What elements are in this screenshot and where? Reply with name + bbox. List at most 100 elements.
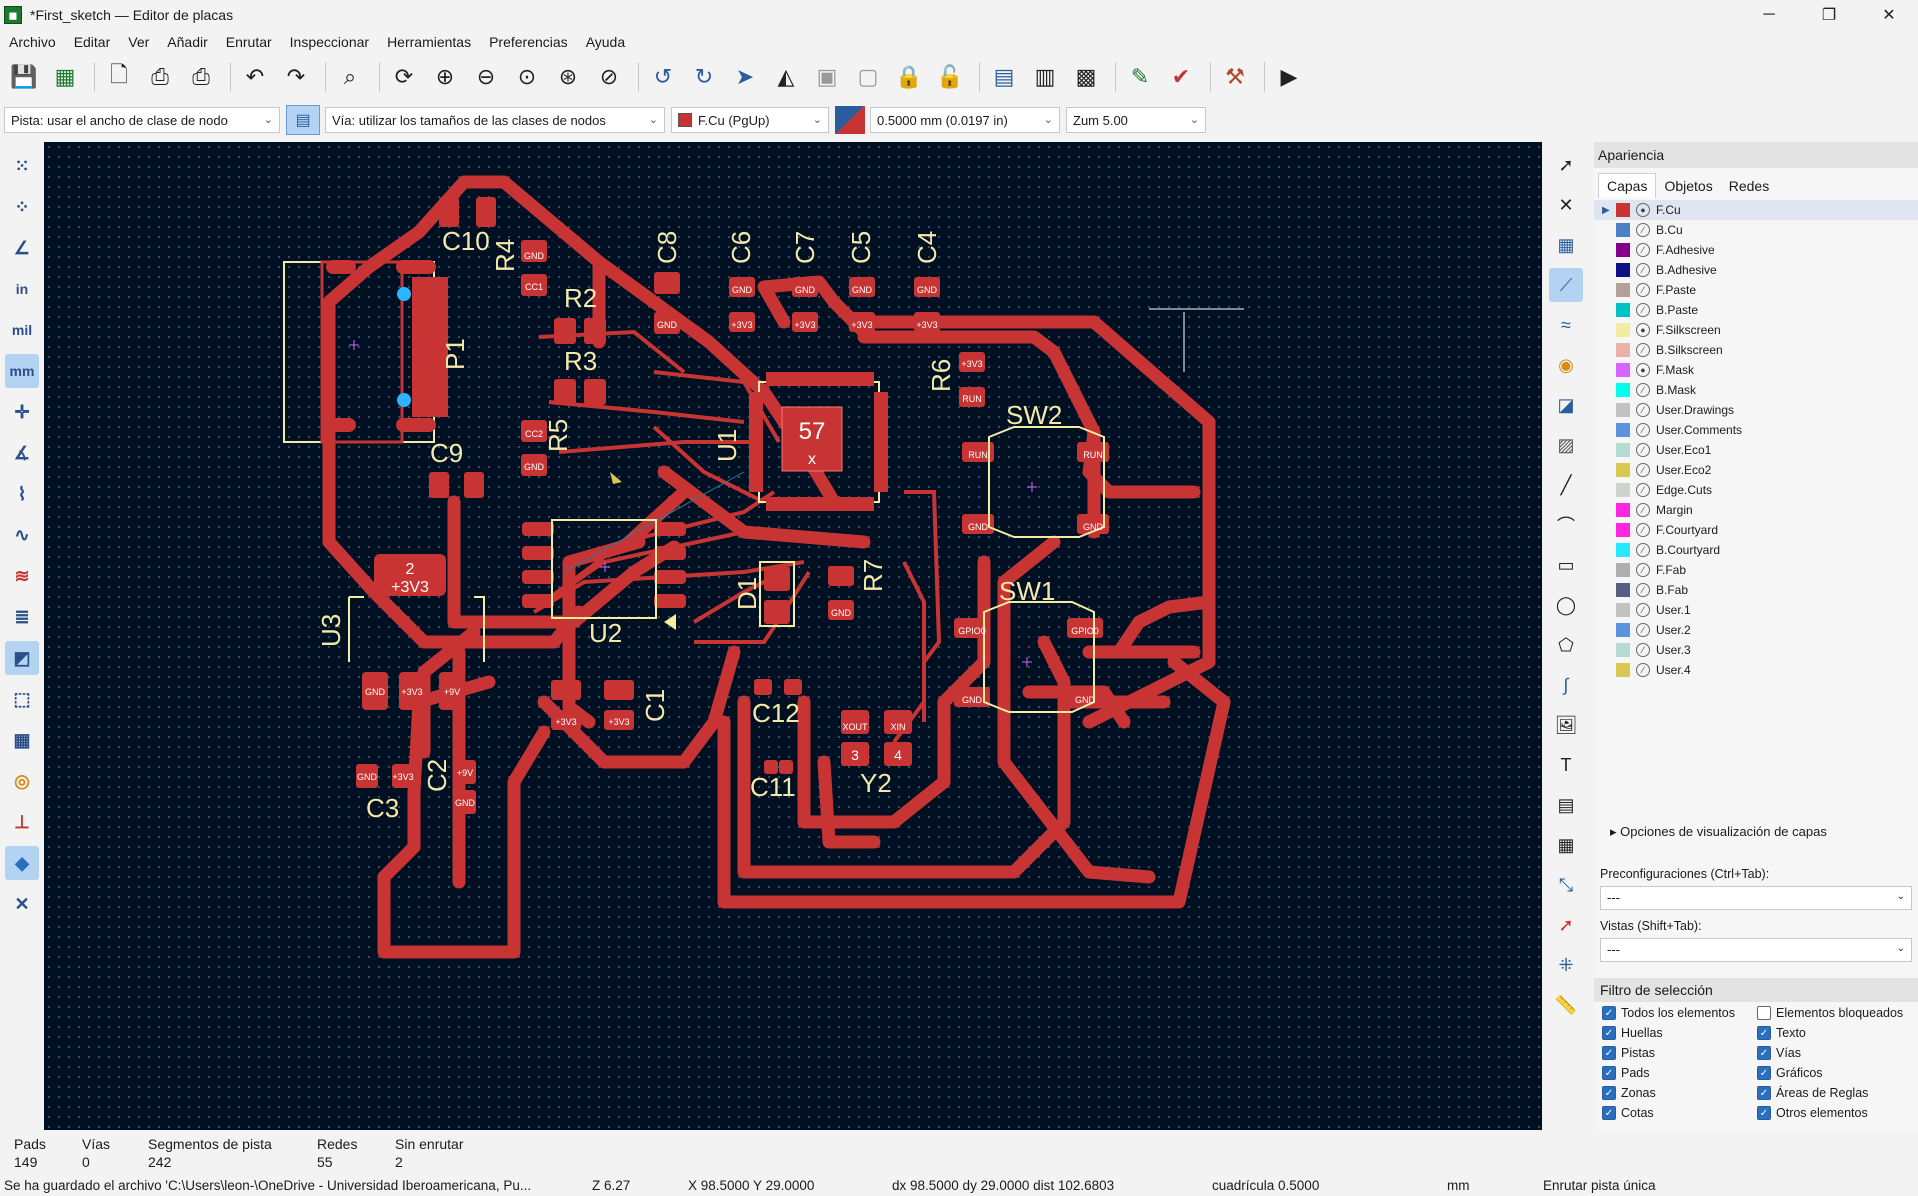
zoom-select[interactable]: Zum 5.00 ⌄ xyxy=(1066,107,1206,133)
rotate-ccw-icon[interactable]: ↺ xyxy=(653,64,673,89)
layer-row[interactable]: ⁄B.Mask xyxy=(1594,380,1918,400)
zone-outline-icon[interactable]: ⬚ xyxy=(13,688,31,709)
add-footprint-icon[interactable]: ▦ xyxy=(1557,234,1575,255)
layer-row[interactable]: ⁄B.Adhesive xyxy=(1594,260,1918,280)
eye-hidden-icon[interactable]: ⁄ xyxy=(1636,283,1650,297)
units-mil-button[interactable]: mil xyxy=(11,322,33,338)
eye-hidden-icon[interactable]: ⁄ xyxy=(1636,223,1650,237)
eye-hidden-icon[interactable]: ⁄ xyxy=(1636,423,1650,437)
via-size-select[interactable]: Vía: utilizar los tamaños de las clases … xyxy=(325,107,665,133)
route-track-icon[interactable]: ⟋ xyxy=(1549,268,1583,302)
grid-select[interactable]: 0.5000 mm (0.0197 in) ⌄ xyxy=(870,107,1060,133)
draw-polygon-icon[interactable]: ⬠ xyxy=(1558,634,1574,655)
layer-color-swatch[interactable] xyxy=(1616,203,1630,217)
eye-icon[interactable]: ● xyxy=(1636,363,1650,377)
add-zone-icon[interactable]: ◪ xyxy=(1557,394,1575,415)
eye-hidden-icon[interactable]: ⁄ xyxy=(1636,263,1650,277)
layer-color-swatch[interactable] xyxy=(1616,343,1630,357)
layer-color-swatch[interactable] xyxy=(1616,303,1630,317)
add-dimension-icon[interactable]: ⤡ xyxy=(1558,874,1574,895)
eye-hidden-icon[interactable]: ⁄ xyxy=(1636,343,1650,357)
highlight-net-icon[interactable]: ✕ xyxy=(1558,194,1574,215)
layer-row[interactable]: ●F.Silkscreen xyxy=(1594,320,1918,340)
schematic-icon[interactable]: ⚒ xyxy=(1225,64,1245,89)
layer-color-swatch[interactable] xyxy=(1616,363,1630,377)
layer-row[interactable]: ⁄User.Drawings xyxy=(1594,400,1918,420)
redo-icon[interactable]: ↷ xyxy=(286,64,306,89)
layer-row[interactable]: ⁄F.Adhesive xyxy=(1594,240,1918,260)
filter-checkbox[interactable]: ✓Texto xyxy=(1757,1026,1806,1040)
checkbox-unchecked-icon[interactable] xyxy=(1757,1006,1771,1020)
grid-toggle-icon[interactable]: ⁙ xyxy=(14,155,30,176)
cursor-crosshair-icon[interactable]: ✛ xyxy=(14,401,30,422)
board-setup-icon[interactable]: ▦ xyxy=(54,64,76,89)
filter-checkbox[interactable]: ✓Cotas xyxy=(1602,1106,1654,1120)
menu-archivo[interactable]: Archivo xyxy=(9,34,56,50)
units-inch-button[interactable]: in xyxy=(15,281,29,297)
layer-color-swatch[interactable] xyxy=(1616,543,1630,557)
layer-row[interactable]: ⁄User.Eco1 xyxy=(1594,440,1918,460)
layer-row[interactable]: ⁄Margin xyxy=(1594,500,1918,520)
layer-row[interactable]: ⁄User.Comments xyxy=(1594,420,1918,440)
layer-color-swatch[interactable] xyxy=(1616,323,1630,337)
filter-checkbox[interactable]: ✓Todos los elementos xyxy=(1602,1006,1735,1020)
save-icon[interactable]: 💾 xyxy=(10,64,38,89)
track-outline-icon[interactable]: ≣ xyxy=(14,606,30,627)
zoom-objects-icon[interactable]: ⊛ xyxy=(558,64,578,89)
layer-color-swatch[interactable] xyxy=(1616,643,1630,657)
checkbox-checked-icon[interactable]: ✓ xyxy=(1757,1026,1771,1040)
layer-color-swatch[interactable] xyxy=(1616,223,1630,237)
maximize-button[interactable]: ❐ xyxy=(1821,7,1837,24)
layer-color-swatch[interactable] xyxy=(1616,263,1630,277)
layer-color-swatch[interactable] xyxy=(1616,243,1630,257)
plot-icon[interactable]: ⎙ xyxy=(192,64,210,89)
high-contrast-icon[interactable]: ◩ xyxy=(5,641,39,675)
page-settings-icon[interactable]: 🗋 xyxy=(110,62,128,87)
units-mm-button[interactable]: mm xyxy=(5,354,39,388)
angle-snap-icon[interactable]: ∡ xyxy=(13,442,31,463)
checkbox-checked-icon[interactable]: ✓ xyxy=(1602,1086,1616,1100)
filter-checkbox[interactable]: ✓Gráficos xyxy=(1757,1066,1823,1080)
auto-track-width-icon[interactable]: ▤ xyxy=(286,105,320,135)
display-options-toggle[interactable]: ▸ Opciones de visualización de capas xyxy=(1610,824,1827,840)
layer-row[interactable]: ⁄B.Silkscreen xyxy=(1594,340,1918,360)
close-button[interactable]: ✕ xyxy=(1882,7,1896,24)
polar-coords-icon[interactable]: ∠ xyxy=(13,237,31,258)
track-width-select[interactable]: Pista: usar el ancho de clase de nodo ⌄ xyxy=(4,107,280,133)
filter-checkbox[interactable]: ✓Pistas xyxy=(1602,1046,1655,1060)
layer-row[interactable]: ⁄B.Courtyard xyxy=(1594,540,1918,560)
eye-icon[interactable]: ● xyxy=(1636,323,1650,337)
lock-icon[interactable]: 🔒 xyxy=(895,64,923,89)
find-icon[interactable]: ⌕ xyxy=(343,64,357,89)
net-colors-icon[interactable]: ≋ xyxy=(14,565,30,586)
tab-objetos[interactable]: Objetos xyxy=(1664,178,1713,194)
eye-hidden-icon[interactable]: ⁄ xyxy=(1636,623,1650,637)
measure-icon[interactable]: 📏 xyxy=(1554,994,1578,1015)
unlock-icon[interactable]: 🔓 xyxy=(936,64,964,89)
layer-color-swatch[interactable] xyxy=(1616,563,1630,577)
footprint-editor-icon[interactable]: ▥ xyxy=(1034,64,1056,89)
draw-arc-icon[interactable]: ⌒ xyxy=(1557,516,1575,536)
layer-row[interactable]: ⁄F.Paste xyxy=(1594,280,1918,300)
menu-enrutar[interactable]: Enrutar xyxy=(225,34,272,50)
draw-rectangle-icon[interactable]: ▭ xyxy=(1557,554,1575,575)
mirror-icon[interactable]: ◭ xyxy=(777,64,795,89)
add-text-icon[interactable]: T xyxy=(1560,754,1572,775)
eye-icon[interactable]: ● xyxy=(1636,203,1650,217)
layer-color-swatch[interactable] xyxy=(1616,523,1630,537)
checkbox-checked-icon[interactable]: ✓ xyxy=(1602,1026,1616,1040)
update-pcb-icon[interactable]: ✎ xyxy=(1130,64,1150,89)
layer-row[interactable]: ⁄User.2 xyxy=(1594,620,1918,640)
netlist-icon[interactable]: ▤ xyxy=(993,64,1015,89)
layer-color-swatch[interactable] xyxy=(1616,483,1630,497)
add-table-icon[interactable]: ▦ xyxy=(1557,834,1575,855)
menu-inspeccionar[interactable]: Inspeccionar xyxy=(289,34,370,50)
ratsnest-icon[interactable]: ⌇ xyxy=(17,483,27,504)
route-diff-pair-icon[interactable]: ≈ xyxy=(1561,314,1571,335)
undo-icon[interactable]: ↶ xyxy=(245,64,265,89)
layer-row[interactable]: ●F.Mask xyxy=(1594,360,1918,380)
layer-color-swatch[interactable] xyxy=(1616,583,1630,597)
zoom-selection-icon[interactable]: ⊘ xyxy=(599,64,619,89)
layer-color-swatch[interactable] xyxy=(1616,503,1630,517)
zoom-out-icon[interactable]: ⊖ xyxy=(476,64,496,89)
